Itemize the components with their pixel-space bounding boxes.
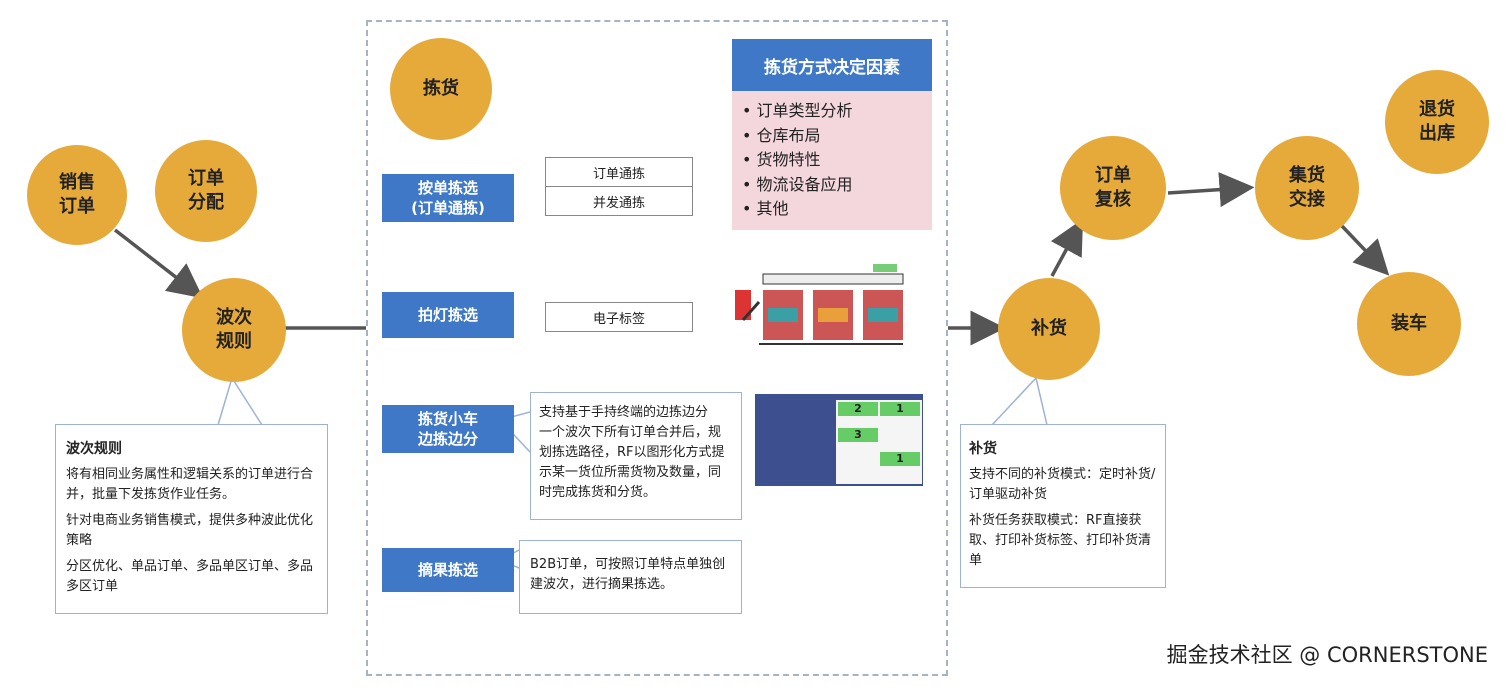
wave-rule-node: 波次 规则 [182,278,286,382]
wave-callout-pointer [217,376,263,426]
order-review-node: 订单 复核 [1060,136,1166,240]
picking-node: 拣货 [390,38,492,140]
replenish-callout: 补货 支持不同的补货模式：定时补货/订单驱动补货 补货任务获取模式：RF直接获取… [960,424,1166,588]
order-pick-tag: 订单通拣 [545,157,693,187]
factor-item: 其他 [742,197,922,222]
wave-rule-title: 波次规则 [66,441,122,457]
replenish-node: 补货 [998,278,1100,380]
return-outbound-node: 退货 出库 [1385,70,1489,174]
replenish-desc-2: 补货任务获取模式：RF直接获取、打印补货标签、打印补货清单 [969,513,1152,568]
factors-title: 拣货方式决定因素 [732,39,932,91]
sales-order-node: 销售 订单 [27,145,127,245]
replenish-desc-1: 支持不同的补货模式：定时补货/订单驱动补货 [969,467,1156,502]
watermark: 掘金技术社区 @ CORNERSTONE [1166,643,1488,667]
replenish-callout-pointer [991,376,1048,426]
cart-picking-desc: 支持基于手持终端的边拣边分 一个波次下所有订单合并后，规划拣选路径，RF以图形化… [530,392,742,520]
light-picking-label: 拍灯拣选 [382,292,514,338]
cart-picking-label: 拣货小车 边拣边分 [382,405,514,453]
electronic-label-tag: 电子标签 [545,302,693,332]
picking-area [366,20,948,676]
order-allocation-node: 订单 分配 [155,140,257,242]
electronic-label-shelf-image [735,264,904,345]
arrow-review-to-collect [1167,172,1255,208]
wave-rule-desc-1: 将有相同业务属性和逻辑关系的订单进行合并，批量下发拣货作业任务。 [66,467,314,502]
wave-rule-desc-2: 针对电商业务销售模式，提供多种波此优化策略 [66,513,314,548]
factor-item: 订单类型分析 [742,99,922,124]
arrow-collect-to-loading [1340,224,1390,276]
cart-grid-cell: 2 [838,402,878,416]
collect-handover-node: 集货 交接 [1255,136,1359,240]
arrow-replenish-to-review [1050,218,1084,277]
cart-grid-cell: 1 [880,402,920,416]
loading-node: 装车 [1357,272,1461,376]
pick-fruit-label: 摘果拣选 [382,548,514,592]
pick-fruit-desc: B2B订单，可按照订单特点单独创建波次，进行摘果拣选。 [519,540,742,614]
cart-grid: 2 1 3 1 [836,400,922,484]
replenish-title: 补货 [969,441,997,457]
arrow-sales-to-wave [113,228,204,299]
factor-item: 货物特性 [742,148,922,173]
by-order-picking-label: 按单拣选 (订单通拣) [382,174,514,222]
cart-grid-cell: 1 [880,452,920,466]
wave-rule-callout: 波次规则 将有相同业务属性和逻辑关系的订单进行合并，批量下发拣货作业任务。 针对… [55,424,328,614]
concurrent-pick-tag: 并发通拣 [545,186,693,216]
wave-rule-desc-3: 分区优化、单品订单、多品单区订单、多品多区订单 [66,559,314,594]
factors-list: 订单类型分析 仓库布局 货物特性 物流设备应用 其他 [732,91,932,230]
factor-item: 仓库布局 [742,124,922,149]
cart-grid-cell: 3 [838,428,878,442]
factor-item: 物流设备应用 [742,173,922,198]
